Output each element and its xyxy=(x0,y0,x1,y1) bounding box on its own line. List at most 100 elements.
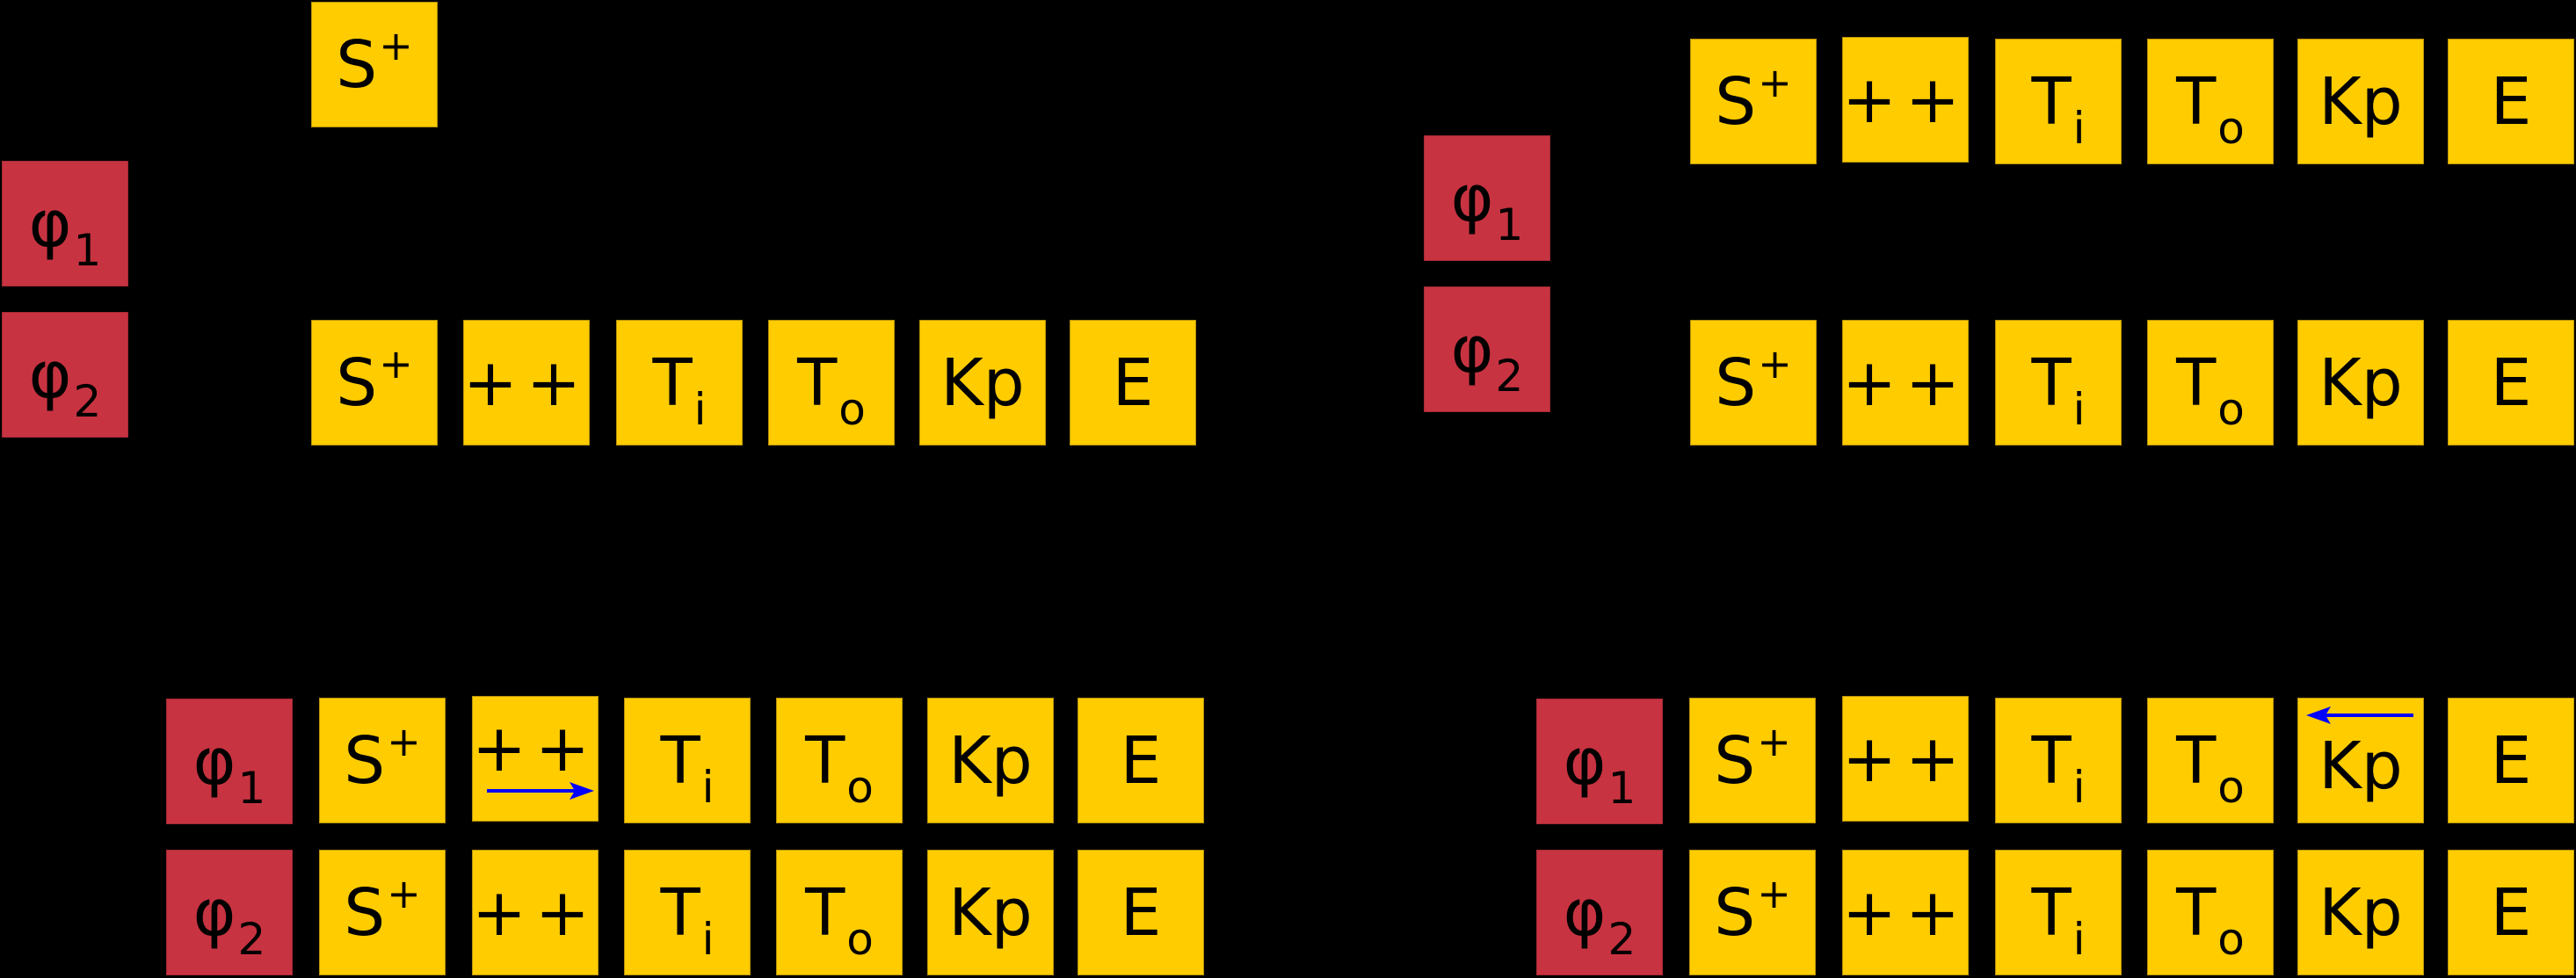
thread-label: φ1 xyxy=(1563,723,1636,814)
block-kp: Kp xyxy=(2297,850,2424,975)
thread-phi1: φ1 xyxy=(1424,135,1550,261)
thread-label: φ1 xyxy=(28,185,102,276)
block-label: Ti xyxy=(2031,874,2086,965)
block-s-plus: S+ xyxy=(1689,850,1816,975)
block-label: S+ xyxy=(1715,58,1792,140)
block-label: E xyxy=(2490,344,2532,421)
block-t-i: Ti xyxy=(624,698,751,823)
block-label: E xyxy=(1120,722,1162,799)
block-label: Ti xyxy=(2031,722,2086,813)
arrow-right-icon xyxy=(487,782,594,800)
block-label: To xyxy=(805,874,874,965)
thread-phi2: φ2 xyxy=(1424,286,1550,412)
block-plus-plus: ++ xyxy=(1842,696,1969,822)
block-label: ++ xyxy=(472,874,599,951)
block-label: ++ xyxy=(1842,62,1970,138)
block-plus-plus: ++ xyxy=(1842,850,1969,975)
block-label: Kp xyxy=(2318,874,2403,951)
block-label: To xyxy=(2176,63,2245,154)
block-label: S+ xyxy=(344,869,421,951)
block-label: ++ xyxy=(1842,874,1970,951)
block-label: E xyxy=(1112,344,1154,421)
thread-phi1: φ1 xyxy=(166,699,293,824)
block-kp: Kp xyxy=(927,698,1054,823)
block-label: To xyxy=(797,344,866,435)
block-e: E xyxy=(2448,850,2574,975)
block-s-plus: S+ xyxy=(319,850,446,975)
thread-phi2: φ2 xyxy=(2,312,128,438)
block-kp: Kp xyxy=(919,320,1046,446)
block-t-o: To xyxy=(2147,320,2274,446)
block-t-i: Ti xyxy=(1995,698,2122,823)
block-label: Kp xyxy=(940,344,1025,421)
block-t-i: Ti xyxy=(1995,39,2122,164)
block-label: To xyxy=(2176,722,2245,813)
block-label: To xyxy=(2176,344,2245,435)
thread-label: φ2 xyxy=(1450,311,1524,402)
block-label: S+ xyxy=(1714,869,1791,951)
block-label: S+ xyxy=(336,21,413,103)
block-plus-plus: ++ xyxy=(1842,320,1969,446)
block-label: Ti xyxy=(2031,344,2086,435)
block-label: ++ xyxy=(1842,344,1970,421)
block-s-plus: S+ xyxy=(1690,39,1817,164)
block-label: ++ xyxy=(472,710,599,786)
block-e: E xyxy=(2448,320,2574,446)
block-label: E xyxy=(2490,63,2532,140)
block-label: ++ xyxy=(463,344,591,421)
block-t-i: Ti xyxy=(616,320,743,446)
block-label: Kp xyxy=(2318,63,2403,140)
block-label: Ti xyxy=(652,344,707,435)
block-kp: Kp xyxy=(2297,39,2424,164)
block-t-o: To xyxy=(776,698,903,823)
block-s-plus: S+ xyxy=(311,2,438,127)
block-plus-plus: ++ xyxy=(472,696,599,822)
block-label: Ti xyxy=(2031,63,2086,154)
block-kp: Kp xyxy=(2297,320,2424,446)
block-t-o: To xyxy=(776,850,903,975)
thread-label: φ1 xyxy=(192,723,266,814)
arrow-left-icon xyxy=(2306,706,2413,724)
block-s-plus: S+ xyxy=(1690,320,1817,446)
block-t-i: Ti xyxy=(1995,850,2122,975)
block-label: S+ xyxy=(344,717,421,799)
block-label: To xyxy=(2176,874,2245,965)
block-t-o: To xyxy=(2147,39,2274,164)
thread-phi1: φ1 xyxy=(2,161,128,286)
thread-phi1: φ1 xyxy=(1536,699,1663,824)
block-plus-plus: ++ xyxy=(1842,37,1969,163)
block-label: Ti xyxy=(660,874,715,965)
block-label: S+ xyxy=(1714,717,1791,799)
block-s-plus: S+ xyxy=(1689,698,1816,823)
thread-phi2: φ2 xyxy=(166,850,293,975)
block-e: E xyxy=(1070,320,1196,446)
block-label: Kp xyxy=(948,874,1033,951)
thread-label: φ2 xyxy=(1563,874,1636,965)
block-label: Kp xyxy=(2318,728,2403,804)
block-label: E xyxy=(2490,874,2532,951)
thread-label: φ2 xyxy=(28,337,102,427)
block-plus-plus: ++ xyxy=(472,850,599,975)
block-label: S+ xyxy=(1715,339,1792,421)
block-t-i: Ti xyxy=(1995,320,2122,446)
block-label: Kp xyxy=(948,722,1033,799)
block-label: E xyxy=(2490,722,2532,799)
thread-label: φ1 xyxy=(1450,160,1524,250)
block-t-o: To xyxy=(2147,850,2274,975)
thread-label: φ2 xyxy=(192,874,266,965)
block-plus-plus: ++ xyxy=(463,320,590,446)
block-t-o: To xyxy=(2147,698,2274,823)
block-t-o: To xyxy=(768,320,895,446)
block-e: E xyxy=(2448,698,2574,823)
block-e: E xyxy=(2448,39,2574,164)
block-label: E xyxy=(1120,874,1162,951)
block-e: E xyxy=(1078,850,1204,975)
block-label: Kp xyxy=(2318,344,2403,421)
block-s-plus: S+ xyxy=(319,698,446,823)
block-label: S+ xyxy=(336,339,413,421)
block-s-plus: S+ xyxy=(311,320,438,446)
block-e: E xyxy=(1078,698,1204,823)
block-label: To xyxy=(805,722,874,813)
block-label: Ti xyxy=(660,722,715,813)
block-t-i: Ti xyxy=(624,850,751,975)
